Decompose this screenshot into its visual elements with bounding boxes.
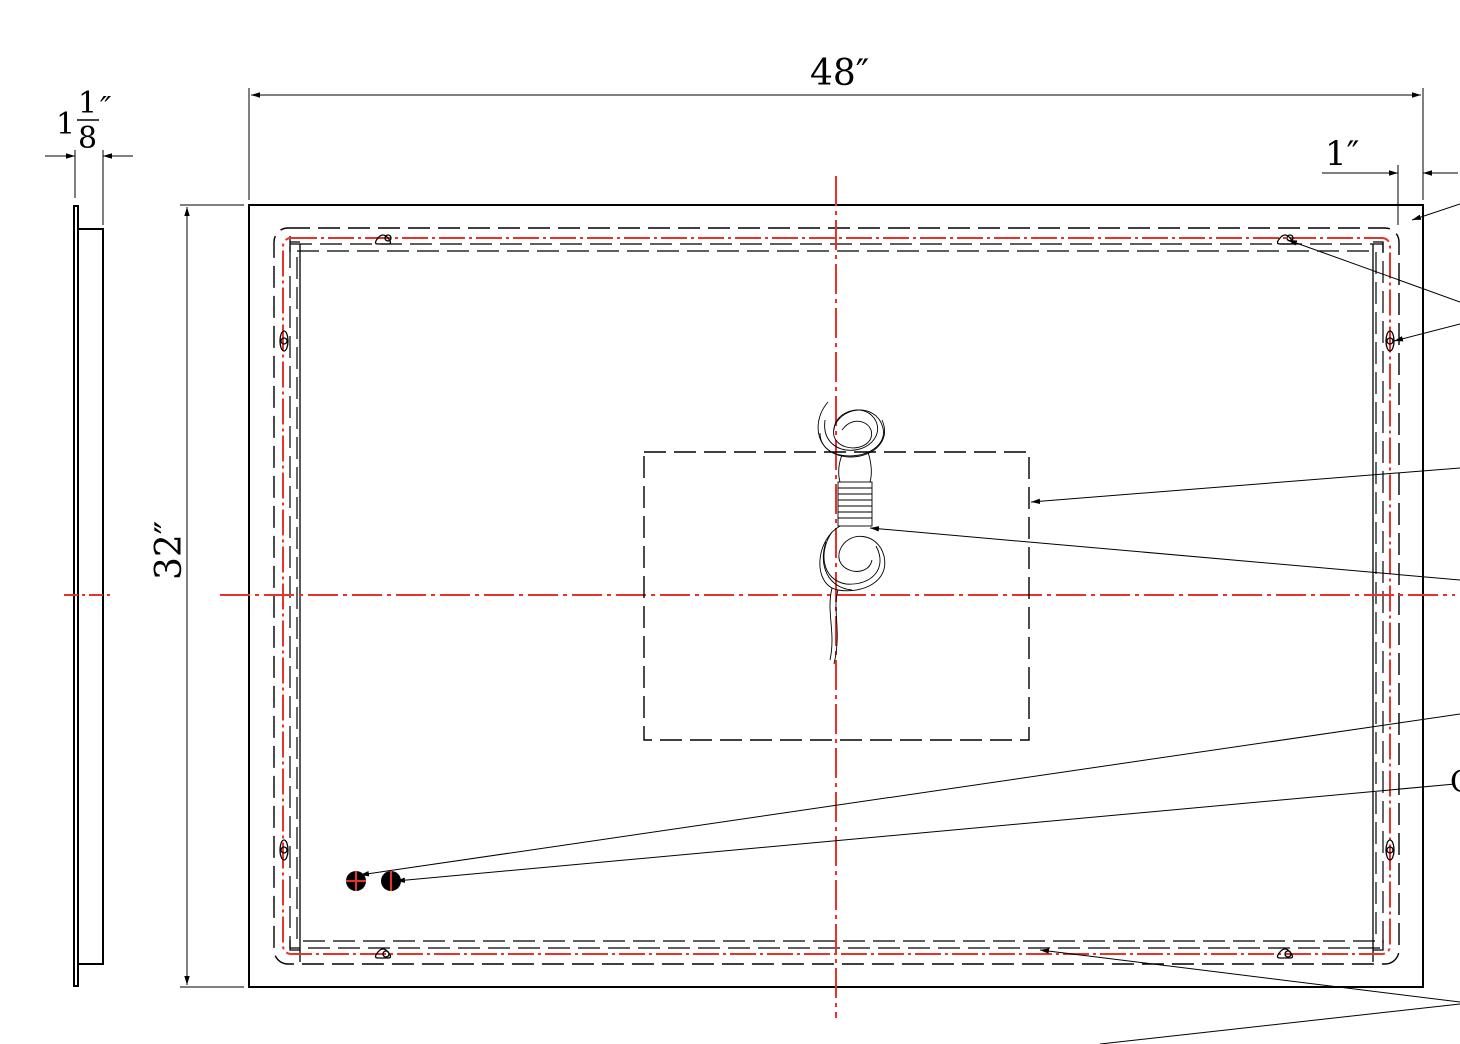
callout-leaders (359, 203, 1460, 1044)
side-view: 1 1 8 ″ (45, 86, 133, 987)
depth-whole: 1 (56, 107, 75, 142)
touch-switch-icon (346, 871, 366, 891)
keyhole-icon (1276, 234, 1294, 245)
height-dimension-label: 32″ (149, 521, 190, 580)
keyhole-icon (1276, 948, 1294, 959)
side-view-backing (77, 228, 104, 965)
keyhole-icon (374, 234, 392, 245)
keyhole-hangers (279, 234, 1395, 959)
depth-label: 1 1 8 ″ (56, 86, 112, 156)
power-cord-coil-icon (817, 401, 886, 665)
keyhole-icon (279, 330, 289, 352)
keyhole-icon (279, 839, 289, 861)
partial-callout-label: C (1450, 765, 1460, 800)
corner-brackets (289, 236, 1384, 962)
keyhole-icon (374, 948, 392, 959)
width-dimension-label: 48″ (810, 53, 869, 94)
offset-dimension-label: 1″ (1325, 134, 1359, 174)
control-box-outline (643, 451, 1030, 741)
keyhole-icon (1385, 839, 1395, 861)
dimmer-switch-icon (381, 871, 401, 891)
depth-numerator: 1 (78, 86, 97, 121)
depth-inch-mark: ″ (100, 91, 112, 126)
depth-denominator: 8 (78, 121, 97, 156)
front-view: 48″ 32″ 1″ C (149, 53, 1460, 1044)
